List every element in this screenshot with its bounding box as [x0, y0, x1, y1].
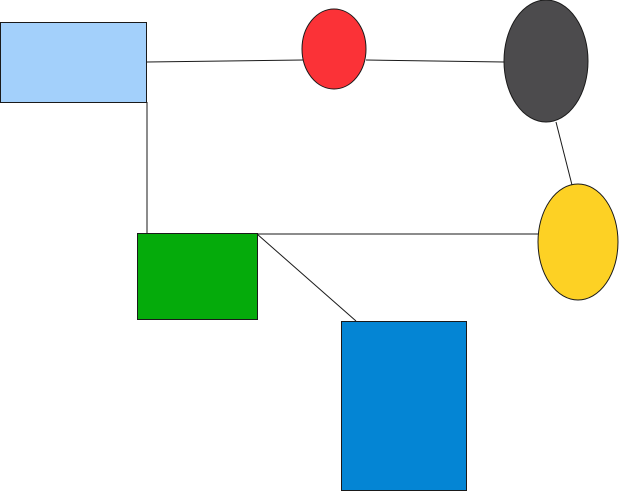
green-rect [137, 233, 258, 320]
edge-green-blue [256, 233, 357, 322]
red-circle [301, 8, 367, 90]
yellow-ellipse [537, 183, 619, 301]
edge-lightblue-red [146, 59, 304, 63]
edges [146, 59, 573, 322]
edge-darkgray-yellow [555, 121, 573, 186]
dark-gray-ellipse [503, 0, 589, 123]
light-blue-rect [0, 22, 147, 103]
blue-rect [341, 321, 467, 491]
edge-red-darkgray [365, 59, 505, 63]
